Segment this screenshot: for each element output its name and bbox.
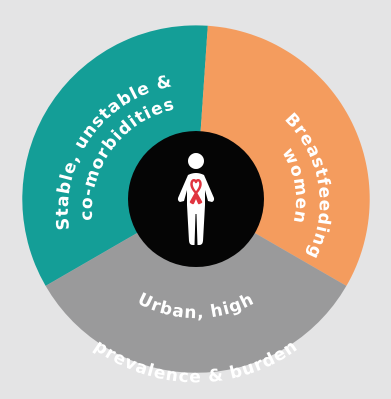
segment-urban-high-prevalence	[45, 199, 347, 373]
person-with-red-ribbon-icon	[177, 153, 215, 245]
segment-stable-unstable-comorbidities	[22, 25, 208, 286]
